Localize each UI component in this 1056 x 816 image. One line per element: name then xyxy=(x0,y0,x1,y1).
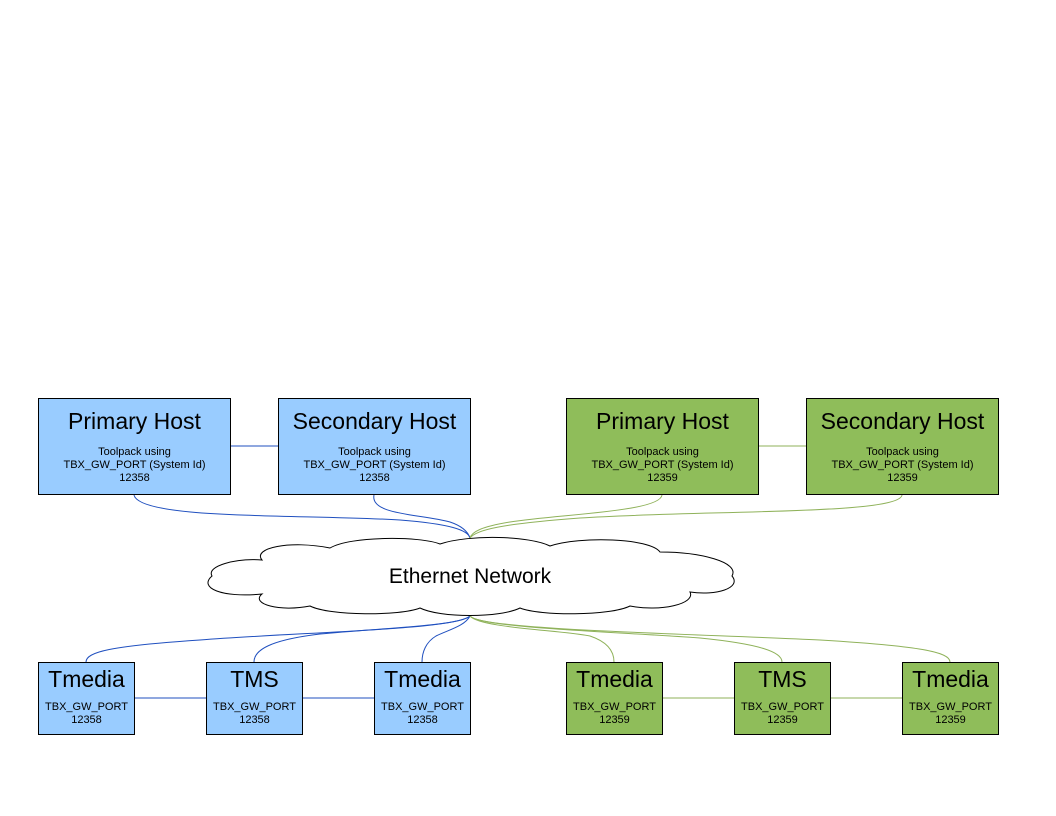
media-port-label: TBX_GW_PORT xyxy=(573,701,656,713)
media-port: 12358 xyxy=(71,714,102,726)
host-line-2: TBX_GW_PORT (System Id) xyxy=(591,459,734,471)
host-port: 12359 xyxy=(887,472,918,484)
tmedia-node-12358-a: Tmedia TBX_GW_PORT 12358 xyxy=(38,662,135,735)
host-title: Primary Host xyxy=(68,408,201,434)
media-title: Tmedia xyxy=(912,666,989,692)
tmedia2-12359-downlink xyxy=(469,615,951,663)
host-port: 12359 xyxy=(647,472,678,484)
ethernet-network-label: Ethernet Network xyxy=(388,565,552,588)
media-port: 12359 xyxy=(599,714,630,726)
host-line-2: TBX_GW_PORT (System Id) xyxy=(303,459,446,471)
tmedia2-12358-downlink xyxy=(421,615,471,663)
media-title: Tmedia xyxy=(576,666,653,692)
host-title: Secondary Host xyxy=(292,408,457,434)
tmedia-node-12359-a: Tmedia TBX_GW_PORT 12359 xyxy=(566,662,663,735)
tms-12359-downlink xyxy=(469,615,783,663)
primary-host-12358-uplink xyxy=(133,494,471,539)
tmedia1-12359-downlink xyxy=(469,615,615,663)
media-title: Tmedia xyxy=(384,666,461,692)
host-port: 12358 xyxy=(119,472,150,484)
primary-host-12359: Primary Host Toolpack using TBX_GW_PORT … xyxy=(566,398,759,495)
media-port: 12359 xyxy=(935,714,966,726)
secondary-host-12358: Secondary Host Toolpack using TBX_GW_POR… xyxy=(278,398,471,495)
tmedia-node-12358-b: Tmedia TBX_GW_PORT 12358 xyxy=(374,662,471,735)
media-port-label: TBX_GW_PORT xyxy=(45,701,128,713)
host-line-1: Toolpack using xyxy=(98,446,171,458)
host-line-1: Toolpack using xyxy=(626,446,699,458)
tms-12358-downlink xyxy=(253,615,471,663)
host-line-2: TBX_GW_PORT (System Id) xyxy=(63,459,206,471)
media-title: TMS xyxy=(758,666,807,692)
media-port: 12358 xyxy=(239,714,270,726)
media-port-label: TBX_GW_PORT xyxy=(741,701,824,713)
media-port: 12358 xyxy=(407,714,438,726)
green-links xyxy=(469,445,951,699)
secondary-host-12359-uplink xyxy=(469,494,903,539)
host-title: Primary Host xyxy=(596,408,729,434)
primary-host-12359-uplink xyxy=(469,494,663,539)
primary-host-12358: Primary Host Toolpack using TBX_GW_PORT … xyxy=(38,398,231,495)
tmedia1-12358-downlink xyxy=(85,615,471,663)
tmedia-node-12359-b: Tmedia TBX_GW_PORT 12359 xyxy=(902,662,999,735)
media-title: TMS xyxy=(230,666,279,692)
host-line-1: Toolpack using xyxy=(866,446,939,458)
host-title: Secondary Host xyxy=(820,408,985,434)
tms-node-12359: TMS TBX_GW_PORT 12359 xyxy=(734,662,831,735)
ethernet-cloud-shape xyxy=(207,536,735,616)
host-line-2: TBX_GW_PORT (System Id) xyxy=(831,459,974,471)
host-line-1: Toolpack using xyxy=(338,446,411,458)
media-title: Tmedia xyxy=(48,666,125,692)
host-port: 12358 xyxy=(359,472,390,484)
media-port-label: TBX_GW_PORT xyxy=(909,701,992,713)
blue-links xyxy=(85,445,471,699)
media-port-label: TBX_GW_PORT xyxy=(381,701,464,713)
tms-node-12358: TMS TBX_GW_PORT 12358 xyxy=(206,662,303,735)
secondary-host-12358-uplink xyxy=(373,494,471,539)
media-port: 12359 xyxy=(767,714,798,726)
media-port-label: TBX_GW_PORT xyxy=(213,701,296,713)
secondary-host-12359: Secondary Host Toolpack using TBX_GW_POR… xyxy=(806,398,999,495)
